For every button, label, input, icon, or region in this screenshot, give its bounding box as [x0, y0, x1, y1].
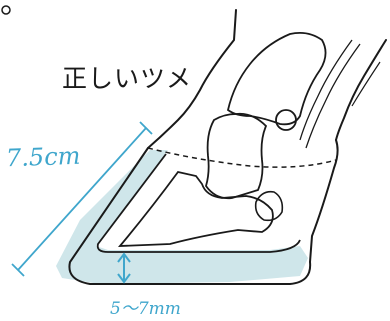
corner-mark	[2, 6, 10, 14]
flexor-tendon-2	[306, 44, 360, 148]
hoof-wall-length-label: 7.5cm	[6, 144, 81, 171]
middle-phalanx	[206, 114, 266, 199]
flexor-tendon-3	[352, 62, 380, 106]
diagram-title: 正しいツメ	[62, 66, 192, 91]
sole-thickness-label: 5〜7mm	[110, 301, 181, 318]
coronary-band-dashed	[148, 148, 336, 167]
sesamoid	[276, 110, 296, 130]
leg-back-outline	[336, 40, 386, 140]
sole-band	[56, 150, 308, 284]
